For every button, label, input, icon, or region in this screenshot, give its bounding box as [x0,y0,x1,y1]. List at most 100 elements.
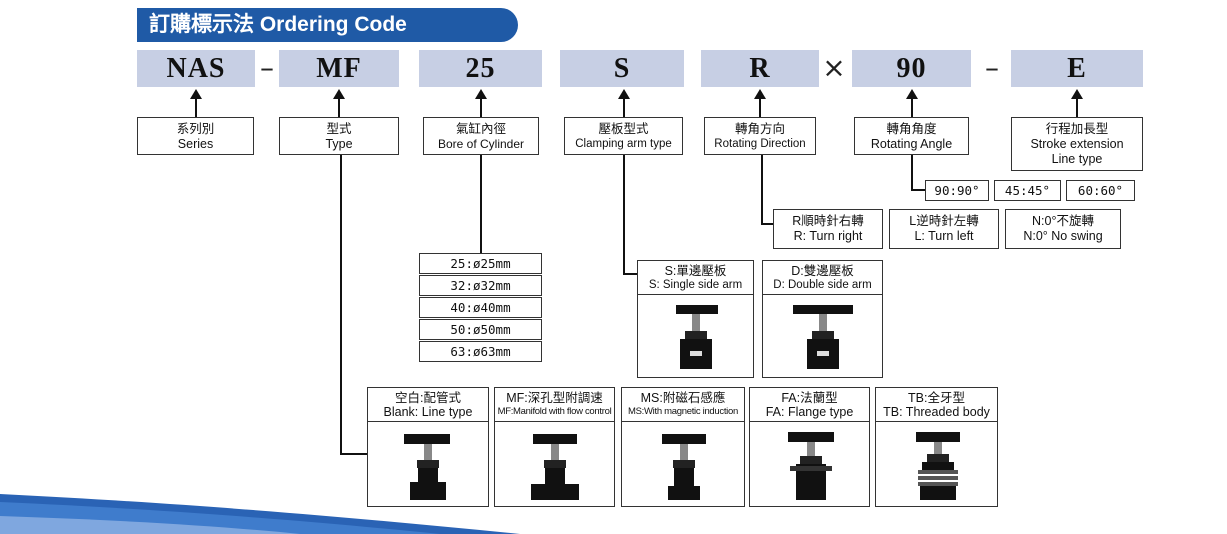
direction-left-en: L: Turn left [914,229,974,243]
angle-option: 90:90° [925,180,989,201]
code-bore: 25 [419,50,542,87]
type-card-blank: 空白:配管式 Blank: Line type [367,387,489,507]
code-direction: R [701,50,819,87]
label-stroke-en-1: Stroke extension [1030,137,1124,151]
arrow-up-icon [906,89,918,99]
connector-clamp [623,155,625,275]
label-type-en: Type [325,137,353,151]
type-mf-en: MF:Manifold with flow control [497,406,612,417]
label-series-en: Series [177,137,214,151]
clamp-card-single-head: S:單邊壓板 S: Single side arm [638,261,753,295]
code-clamp: S [560,50,684,87]
arrow-shaft [759,99,761,117]
angle-option: 60:60° [1066,180,1135,201]
type-card-fa-head: FA:法蘭型 FA: Flange type [750,388,869,422]
clamp-cylinder-magnetic-icon [662,434,706,500]
label-clamp: 壓板型式 Clamping arm type [564,117,683,155]
code-type: MF [279,50,399,87]
label-bore-en: Bore of Cylinder [437,137,525,151]
bore-option: 63:ø63mm [419,341,542,362]
connector-direction [761,155,763,225]
connector-clamp-h [623,273,637,275]
angle-option: 45:45° [994,180,1061,201]
label-stroke: 行程加長型 Stroke extension Line type [1011,117,1143,171]
direction-none-en: N:0° No swing [1023,229,1103,243]
connector-type-h [340,453,367,455]
label-direction: 轉角方向 Rotating Direction [704,117,816,155]
type-card-ms-head: MS:附磁石感應 MS:With magnetic induction [622,388,744,422]
type-card-tb-head: TB:全牙型 TB: Threaded body [876,388,997,422]
label-clamp-en: Clamping arm type [575,138,672,150]
direction-right-en: R: Turn right [793,229,863,243]
clamp-single-en: S: Single side arm [648,279,743,291]
connector-angle [911,155,913,191]
arrow-up-icon [618,89,630,99]
arrow-up-icon [333,89,345,99]
type-blank-en: Blank: Line type [383,405,473,419]
label-angle-en: Rotating Angle [870,137,953,151]
connector-direction-h [761,223,773,225]
type-card-tb: TB:全牙型 TB: Threaded body [875,387,998,507]
separator-times: × [822,51,846,84]
type-fa-en: FA: Flange type [765,405,854,419]
label-angle: 轉角角度 Rotating Angle [854,117,969,155]
clamp-card-single: S:單邊壓板 S: Single side arm [637,260,754,378]
clamp-card-double: D:雙邊壓板 D: Double side arm [762,260,883,378]
arrow-shaft [338,99,340,117]
label-type: 型式 Type [279,117,399,155]
arrow-shaft [1076,99,1078,117]
direction-option-right: R順時針右轉 R: Turn right [773,209,883,249]
direction-left-cn: L逆時針左轉 [909,214,979,228]
arrow-up-icon [754,89,766,99]
clamp-cylinder-threaded-icon [916,432,960,500]
type-blank-cn: 空白:配管式 [395,391,461,405]
direction-option-none: N:0°不旋轉 N:0° No swing [1005,209,1121,249]
ordering-code-header: 訂購標示法 Ordering Code [137,8,518,42]
label-bore: 氣缸內徑 Bore of Cylinder [423,117,539,155]
type-ms-en: MS:With magnetic induction [628,406,738,417]
connector-type [340,155,342,455]
code-angle: 90 [852,50,971,87]
clamp-double-cn: D:雙邊壓板 [791,264,854,278]
label-stroke-cn: 行程加長型 [1045,122,1109,136]
arrow-up-icon [1071,89,1083,99]
arrow-up-icon [190,89,202,99]
type-fa-cn: FA:法蘭型 [781,391,838,405]
clamp-card-double-head: D:雙邊壓板 D: Double side arm [763,261,882,295]
clamp-cylinder-line-type-icon [404,434,450,500]
label-clamp-cn: 壓板型式 [598,122,649,136]
code-stroke: E [1011,50,1143,87]
label-series: 系列別 Series [137,117,254,155]
connector-angle-h [911,189,925,191]
separator-dash-2: – [985,51,999,84]
arrow-shaft [911,99,913,117]
label-direction-cn: 轉角方向 [734,122,785,136]
type-tb-cn: TB:全牙型 [908,391,965,405]
label-stroke-en-2: Line type [1051,152,1103,166]
separator-dash-1: – [260,51,274,84]
direction-none-cn: N:0°不旋轉 [1032,214,1094,228]
type-card-mf: MF:深孔型附調速 MF:Manifold with flow control [494,387,615,507]
type-card-fa: FA:法蘭型 FA: Flange type [749,387,870,507]
arrow-shaft [623,99,625,117]
clamp-cylinder-double-icon [793,305,853,369]
type-card-blank-head: 空白:配管式 Blank: Line type [368,388,488,422]
decorative-swoosh [0,494,520,534]
label-series-cn: 系列別 [176,122,215,136]
direction-option-left: L逆時針左轉 L: Turn left [889,209,999,249]
arrow-shaft [480,99,482,117]
code-series: NAS [137,50,255,87]
arrow-shaft [195,99,197,117]
clamp-single-cn: S:單邊壓板 [664,264,727,278]
label-angle-cn: 轉角角度 [886,122,937,136]
type-card-ms: MS:附磁石感應 MS:With magnetic induction [621,387,745,507]
type-ms-cn: MS:附磁石感應 [640,391,726,405]
clamp-cylinder-manifold-icon [531,434,579,500]
bore-option: 32:ø32mm [419,275,542,296]
bore-option: 50:ø50mm [419,319,542,340]
bore-option: 25:ø25mm [419,253,542,274]
bore-option: 40:ø40mm [419,297,542,318]
clamp-cylinder-flange-icon [788,432,834,500]
label-bore-cn: 氣缸內徑 [455,122,506,136]
type-tb-en: TB: Threaded body [883,405,990,419]
